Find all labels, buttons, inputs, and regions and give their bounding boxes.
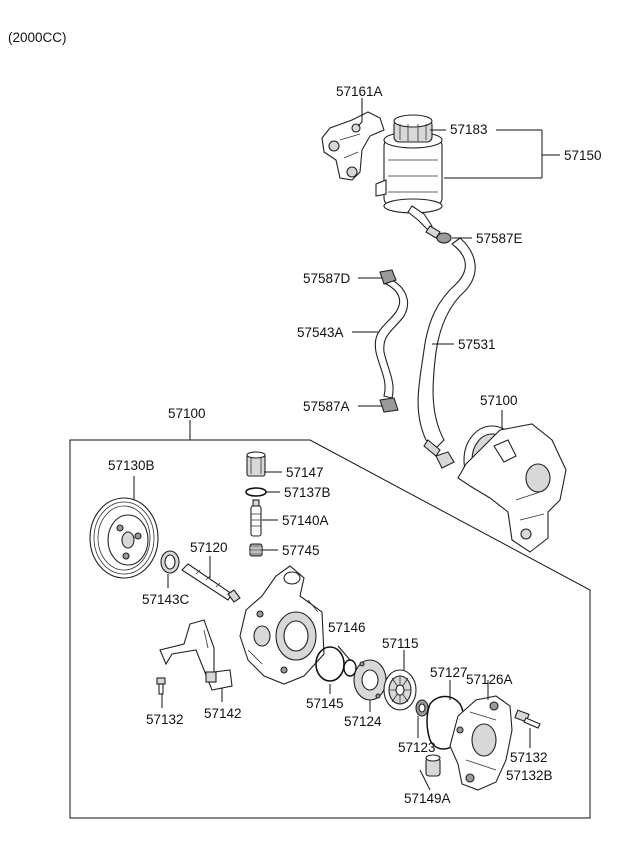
- hose-fitting: [435, 451, 455, 469]
- hose-clamp-57587E: [436, 232, 452, 244]
- connector-57149A: [425, 754, 441, 777]
- rotor-57115: [383, 669, 417, 711]
- label-57147: 57147: [286, 465, 324, 480]
- leader-lines: [133, 98, 560, 791]
- exploded-view-frame: [69, 439, 591, 819]
- engine-note: (2000CC): [8, 30, 67, 45]
- shaft-57120: [181, 563, 241, 603]
- suction-hose-57531: [417, 237, 476, 457]
- label-57124: 57124: [344, 714, 382, 729]
- label-57137B: 57137B: [284, 485, 331, 500]
- label-57145: 57145: [306, 696, 344, 711]
- label-57587D: 57587D: [303, 271, 351, 286]
- label-57126A: 57126A: [466, 672, 513, 687]
- label-57142: 57142: [204, 706, 242, 721]
- pump-body: [239, 565, 325, 685]
- label-57127: 57127: [430, 665, 468, 680]
- label-57587A: 57587A: [303, 399, 350, 414]
- clamp-57587D: [379, 269, 397, 285]
- label-57161A: 57161A: [336, 84, 383, 99]
- label-57132B: 57132B: [506, 768, 553, 783]
- cam-ring-57124: [353, 659, 387, 701]
- label-57132-right: 57132: [510, 750, 548, 765]
- reservoir-tank: [375, 131, 443, 214]
- label-57100-pump: 57100: [480, 393, 518, 408]
- reservoir-outlet: [407, 205, 441, 239]
- fitting-57147: [246, 451, 266, 477]
- label-57100-top: 57100: [168, 406, 206, 421]
- bolt-57132-right: [514, 709, 541, 729]
- label-57543A: 57543A: [297, 325, 344, 340]
- return-hose-57543A: [374, 279, 409, 399]
- label-57120: 57120: [190, 540, 228, 555]
- label-57531: 57531: [458, 337, 496, 352]
- label-57587E: 57587E: [476, 231, 523, 246]
- oring-57146: [343, 659, 357, 677]
- label-57132-left: 57132: [146, 712, 184, 727]
- oring-57145: [315, 646, 345, 682]
- label-57115: 57115: [382, 636, 419, 651]
- clamp-57587A: [379, 397, 399, 413]
- seal-57143C: [160, 550, 180, 574]
- label-57150: 57150: [564, 148, 602, 163]
- label-57140A: 57140A: [282, 513, 329, 528]
- cover-57126A: [449, 695, 513, 791]
- label-57130B: 57130B: [108, 458, 155, 473]
- label-57149A: 57149A: [404, 791, 451, 806]
- label-57183: 57183: [450, 122, 488, 137]
- label-57143C: 57143C: [142, 592, 190, 607]
- pulley-57130B: [89, 497, 159, 579]
- reservoir-cap: [393, 114, 433, 143]
- reservoir-bracket: [321, 111, 385, 181]
- bracket-57142: [159, 619, 233, 691]
- label-57123: 57123: [398, 740, 436, 755]
- pump-assembly-right: [457, 423, 567, 553]
- bolt-57132-left: [156, 677, 166, 695]
- seal-57123: [415, 699, 429, 717]
- label-57745: 57745: [282, 543, 320, 558]
- oring-57137B: [245, 487, 267, 497]
- spring-57745: [249, 543, 263, 557]
- label-57146: 57146: [328, 620, 366, 635]
- valve-57140A: [250, 499, 262, 537]
